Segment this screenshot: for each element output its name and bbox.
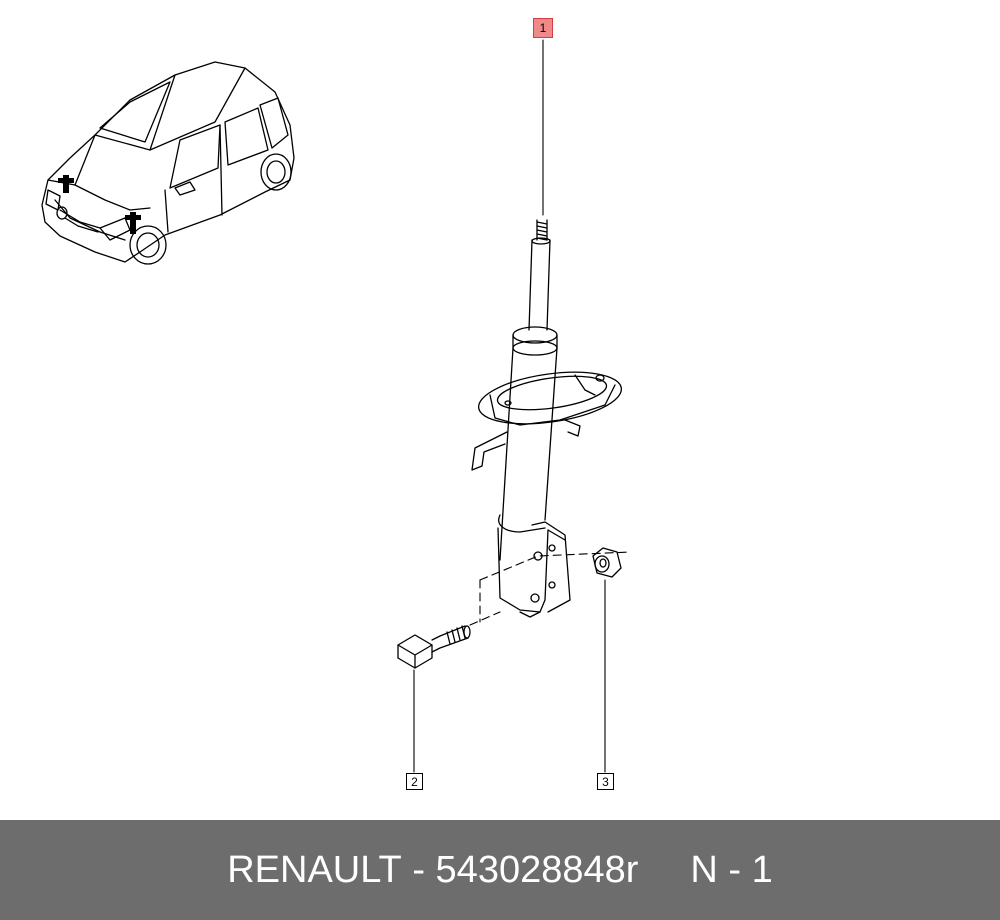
vehicle-illustration-icon <box>41 61 295 265</box>
nut-icon <box>592 547 622 578</box>
callout-1: 1 <box>533 18 553 38</box>
part-number: 543028848r <box>435 848 639 891</box>
callout-leaders <box>413 39 606 773</box>
brand-name: RENAULT <box>227 848 402 891</box>
assembly-dashed-lines <box>469 551 631 626</box>
bolt-icon <box>397 625 471 669</box>
parts-diagram <box>41 39 631 773</box>
footer-bar: RENAULT - 543028848r N - 1 <box>0 820 1000 920</box>
quantity: N - 1 <box>690 848 773 891</box>
separator: - <box>401 848 436 891</box>
shock-absorber-strut-icon <box>471 219 623 618</box>
callout-2: 2 <box>406 773 423 790</box>
callout-3: 3 <box>597 773 614 790</box>
